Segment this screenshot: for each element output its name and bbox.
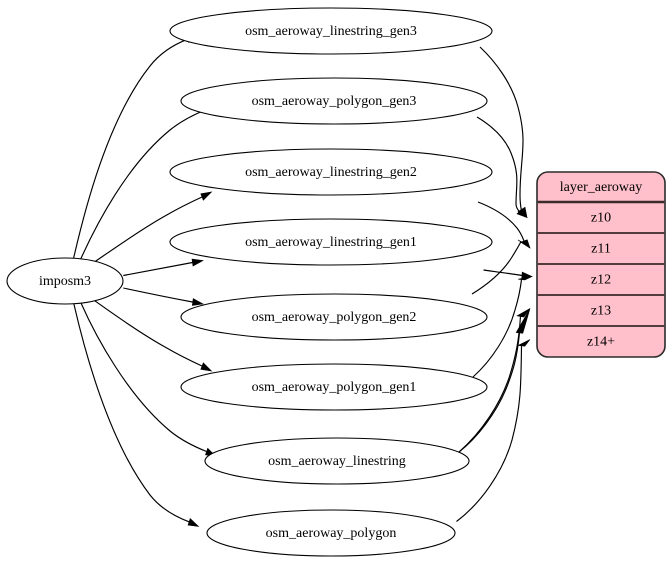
node-label: osm_aeroway_polygon_gen1 <box>252 380 417 395</box>
edge-imposm3-to-polygon-gen1 <box>92 299 213 372</box>
table-row-z12-label: z12 <box>591 273 611 288</box>
edge-polygon-to-z14 <box>456 339 531 522</box>
node-osm_aeroway_linestring_gen1[interactable]: osm_aeroway_linestring_gen1 <box>169 218 493 266</box>
table-row-z10-label: z10 <box>591 211 611 226</box>
node-label: osm_aeroway_polygon_gen2 <box>252 310 417 325</box>
edge-linestring-gen3-to-z10 <box>479 46 528 219</box>
node-label: osm_aeroway_polygon <box>266 526 397 541</box>
edge-polygon-gen1-to-z12 <box>472 276 533 378</box>
edge-imposm3-to-linestring-gen1 <box>123 258 204 277</box>
node-label: osm_aeroway_linestring <box>268 454 406 469</box>
edge-polygon-gen2-to-z11 <box>471 239 531 295</box>
edge-linestring-gen1-to-z12 <box>483 269 533 280</box>
edge-group-tables-to-layer <box>456 46 533 522</box>
edge-imposm3-to-linestring-gen3 <box>72 35 198 259</box>
edge-imposm3-to-polygon <box>73 303 200 527</box>
node-osm_aeroway_polygon[interactable]: osm_aeroway_polygon <box>206 509 456 557</box>
node-label: osm_aeroway_linestring_gen3 <box>245 24 417 39</box>
edge-polygon-gen3-to-z10 <box>476 116 528 219</box>
node-osm_aeroway_polygon_gen2[interactable]: osm_aeroway_polygon_gen2 <box>180 293 488 341</box>
node-label: osm_aeroway_polygon_gen3 <box>252 94 417 109</box>
edge-imposm3-to-linestring-gen2 <box>92 191 213 264</box>
node-label: osm_aeroway_linestring_gen2 <box>245 165 417 180</box>
edge-imposm3-to-polygon-gen2 <box>123 287 204 306</box>
node-osm_aeroway_linestring[interactable]: osm_aeroway_linestring <box>204 437 470 485</box>
node-osm_aeroway_polygon_gen1[interactable]: osm_aeroway_polygon_gen1 <box>180 363 488 411</box>
node-imposm3[interactable]: imposm3 <box>6 257 124 305</box>
node-label: osm_aeroway_linestring_gen1 <box>245 235 417 250</box>
node-osm_aeroway_linestring_gen3[interactable]: osm_aeroway_linestring_gen3 <box>169 7 493 55</box>
node-layer_aeroway-table[interactable]: layer_aeroway z10 z11 z12 z13 z14+ <box>536 171 666 358</box>
table-row-z11-label: z11 <box>591 242 611 257</box>
node-osm_aeroway_polygon_gen3[interactable]: osm_aeroway_polygon_gen3 <box>180 77 488 125</box>
node-imposm3-label: imposm3 <box>39 274 91 289</box>
edge-linestring-to-z13-b <box>458 308 531 453</box>
table-row-z13-label: z13 <box>591 304 611 319</box>
table-row-z14-label: z14+ <box>587 335 615 350</box>
table-header-label: layer_aeroway <box>560 180 642 195</box>
node-osm_aeroway_linestring_gen2[interactable]: osm_aeroway_linestring_gen2 <box>169 148 493 196</box>
